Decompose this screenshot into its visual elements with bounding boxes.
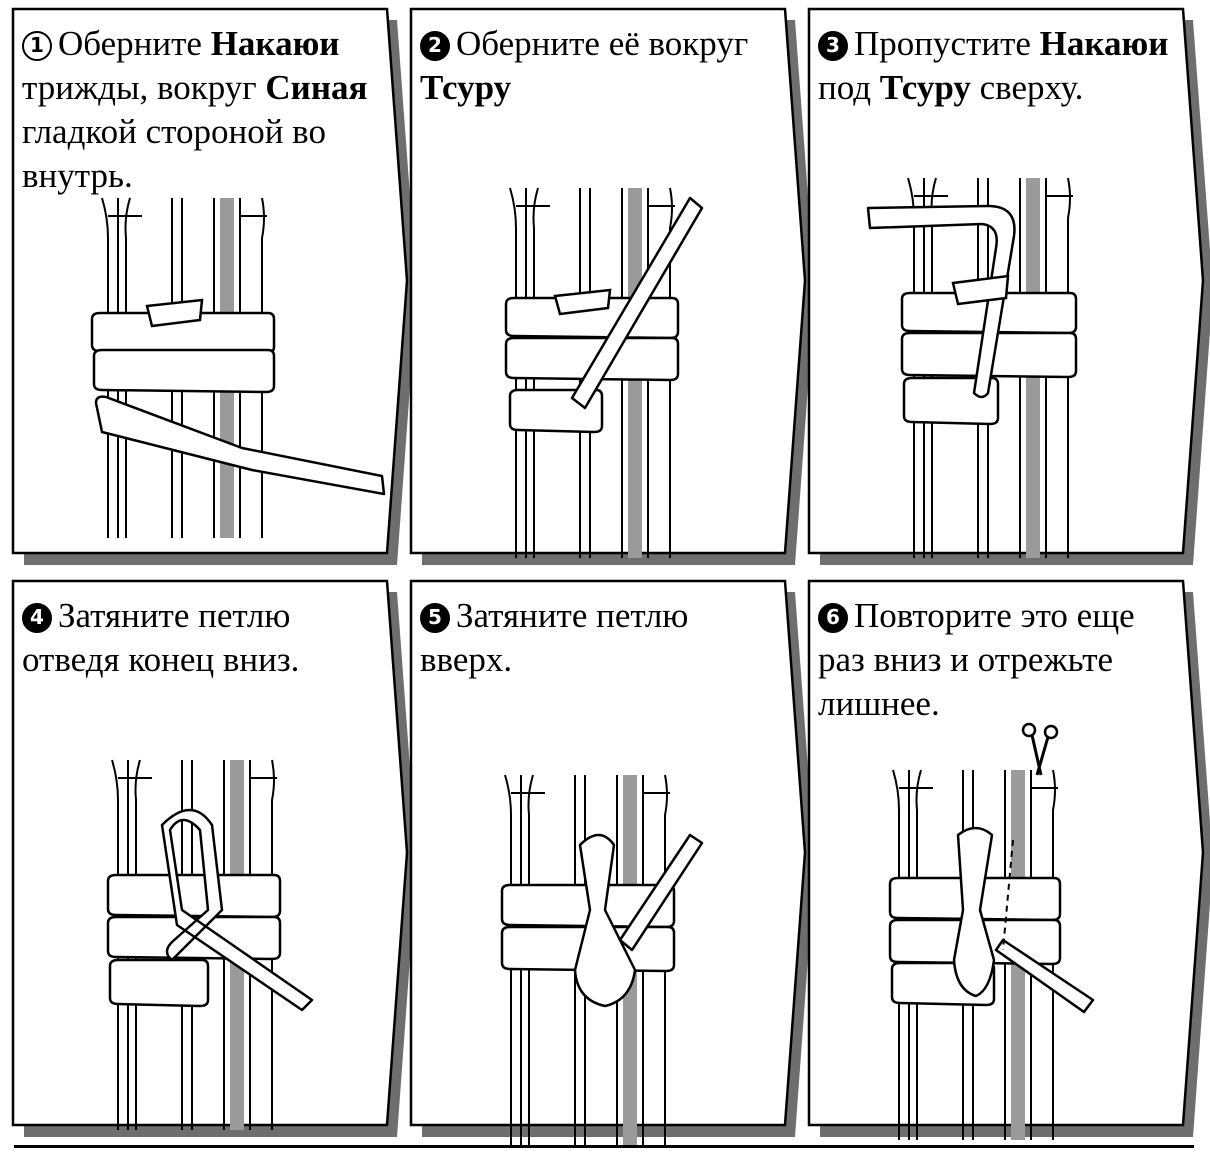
panel-frame [807, 579, 1210, 1140]
knot-illustration [500, 774, 704, 1145]
knot-illustration [90, 197, 386, 538]
caption-text: Оберните [58, 24, 211, 63]
knot-illustration [106, 759, 314, 1130]
panel-frame [11, 7, 417, 565]
step-number-badge: 4 [22, 603, 52, 633]
caption-text: Пропустите [854, 24, 1040, 63]
step-number-badge: 2 [420, 31, 450, 61]
caption-text: Оберните её вокруг [456, 24, 749, 63]
knot-illustration [504, 187, 704, 558]
caption-text: под [818, 68, 880, 107]
caption-text: Повторите это еще раз вниз и отрежьте ли… [818, 596, 1135, 723]
caption-term: Тсуру [879, 68, 971, 107]
step-number-badge: 5 [420, 603, 450, 633]
step-number-badge: 3 [818, 31, 848, 61]
caption-term: Накаюи [1039, 24, 1169, 63]
knot-illustration [866, 177, 1078, 558]
caption-text: Затяните петлю вверх. [420, 596, 689, 679]
bottom-divider [14, 1145, 1194, 1148]
caption-text: гладкой стороной во внутрь. [22, 112, 326, 195]
panel-frame [11, 579, 417, 1137]
caption-term: Тсуру [420, 68, 512, 107]
caption-term: Накаюи [210, 24, 340, 63]
caption-text: трижды, вокруг [22, 68, 266, 107]
knot-illustration [888, 769, 1095, 1140]
scissors-icon [1021, 722, 1059, 776]
caption-text: сверху. [970, 68, 1084, 107]
panel-frame [409, 7, 815, 565]
caption-term: Синая [265, 68, 368, 107]
step-number-badge: 6 [818, 603, 848, 633]
step-number-badge: 1 [22, 31, 52, 61]
caption-text: Затяните петлю отведя конец вниз. [22, 596, 300, 679]
panel-frame [807, 7, 1210, 565]
panel-frame [409, 579, 815, 1145]
